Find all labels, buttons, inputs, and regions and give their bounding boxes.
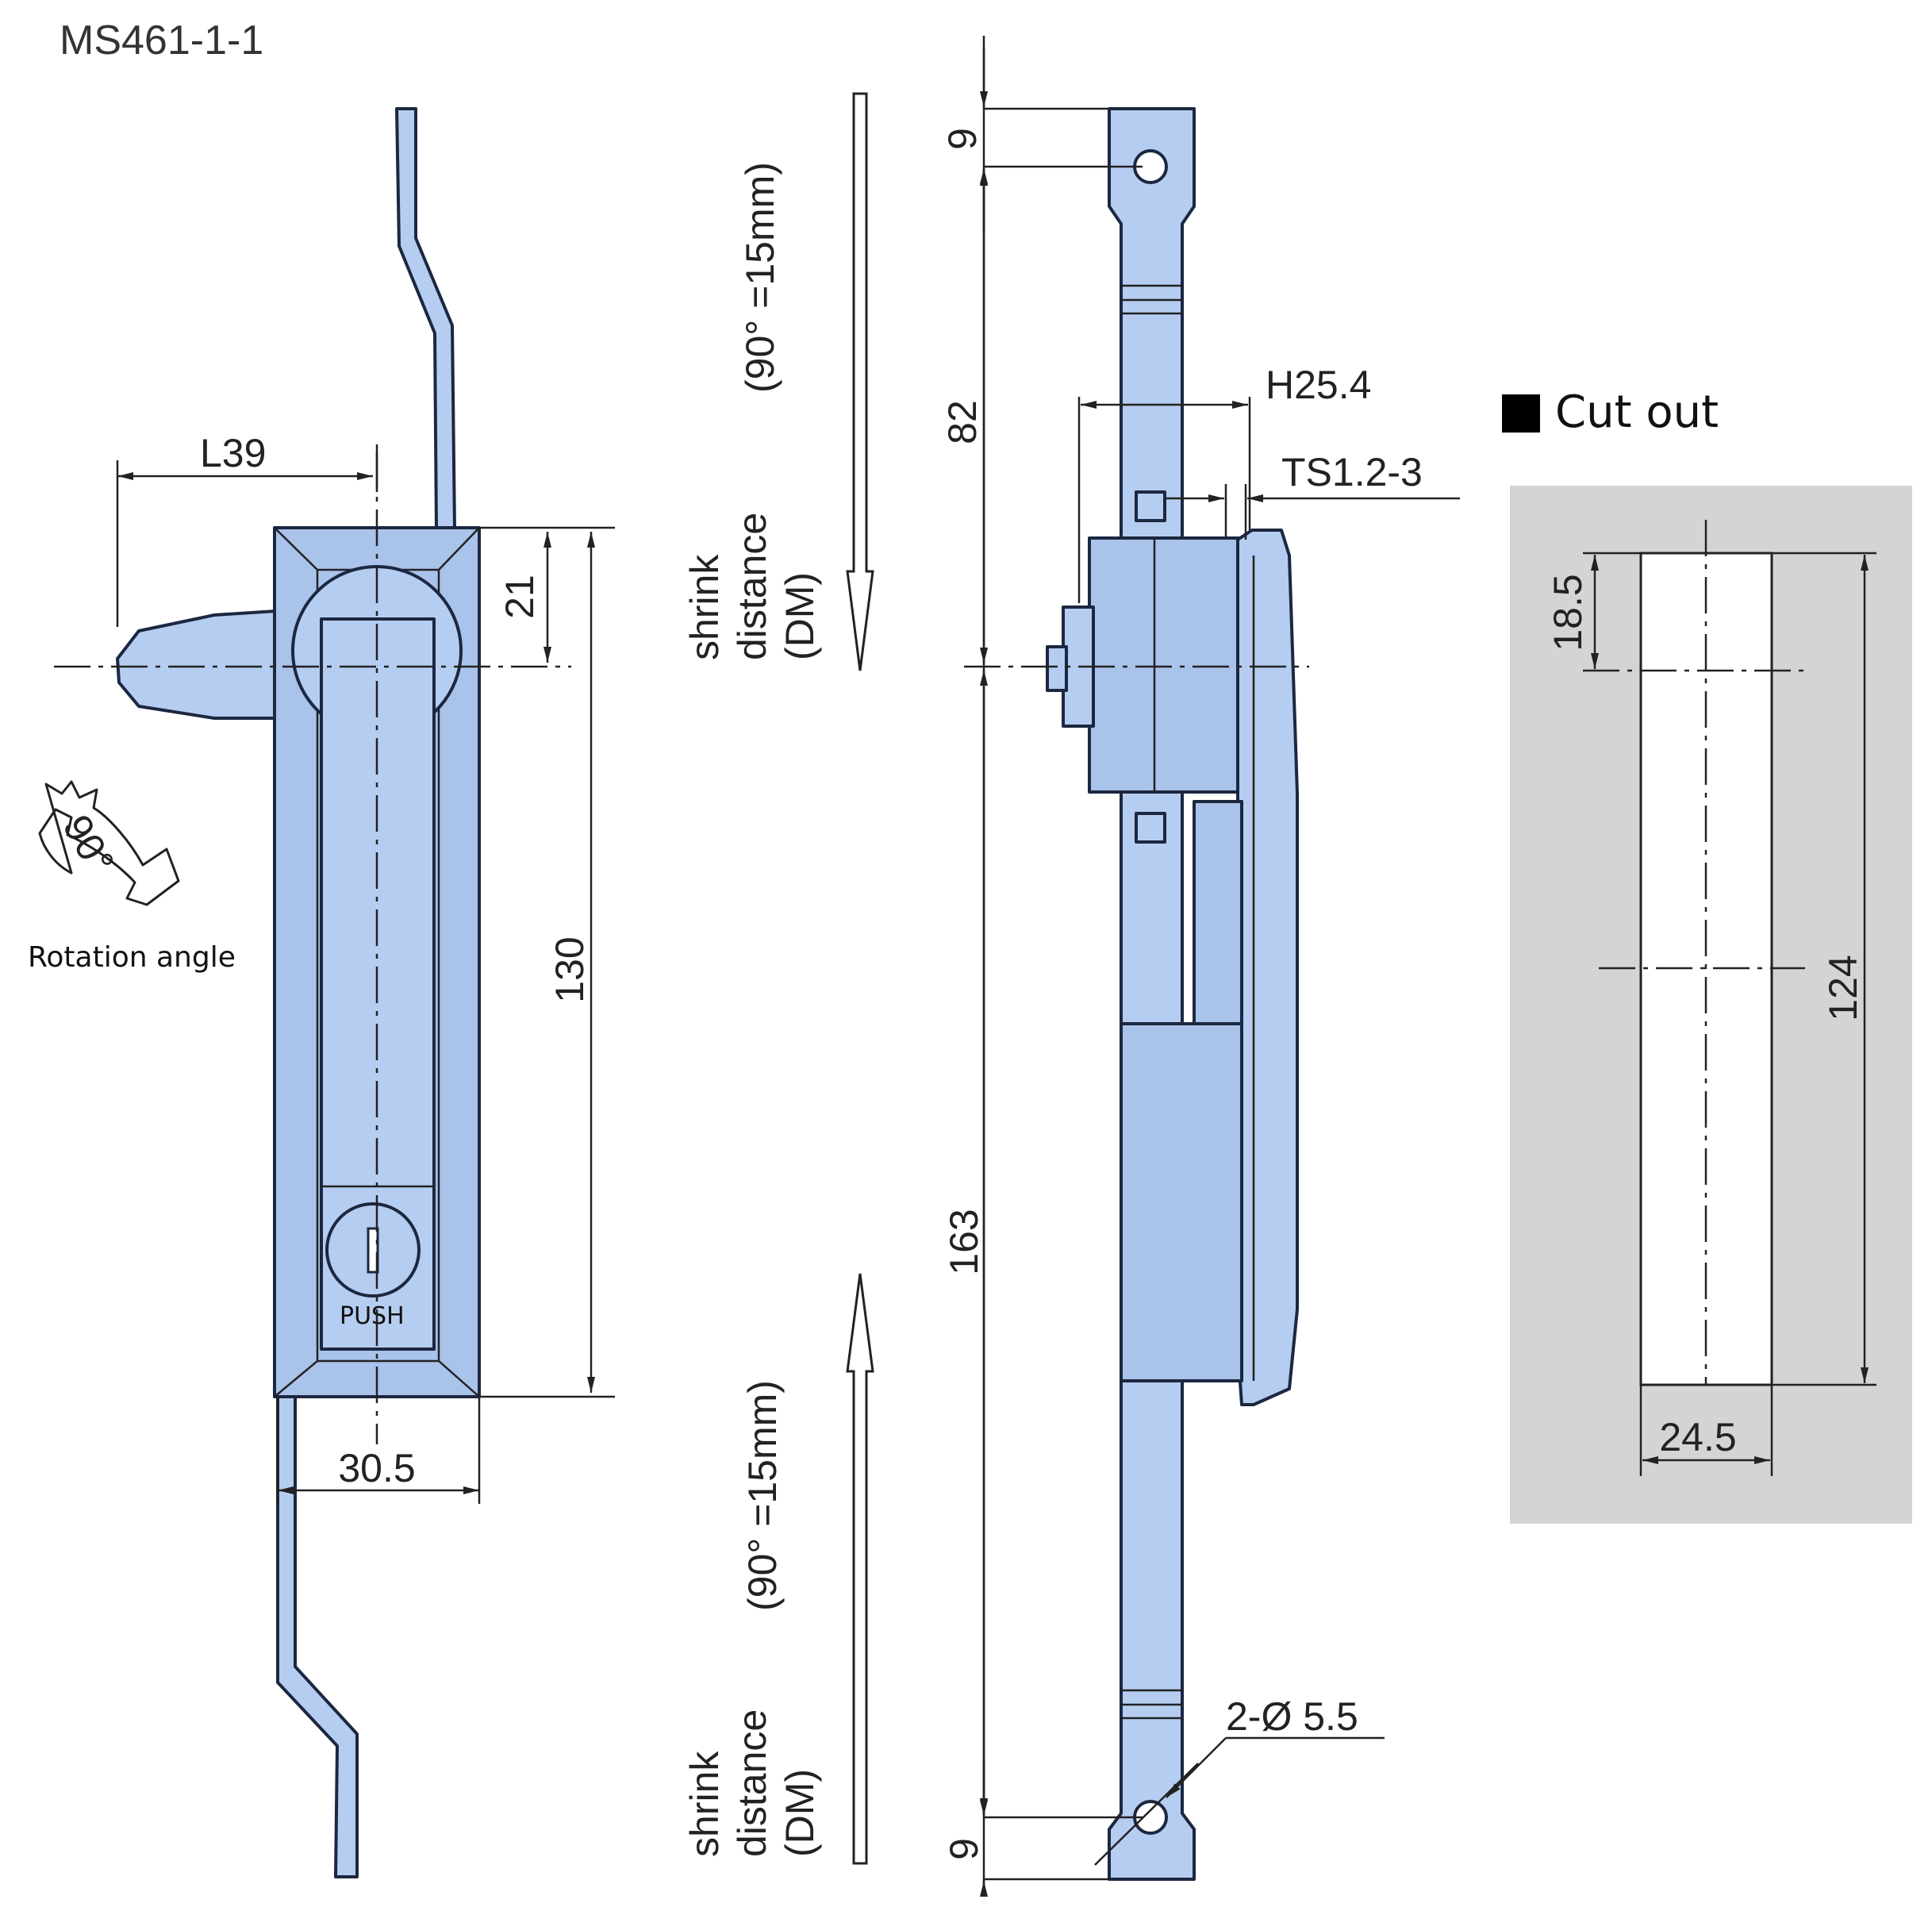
- model-title: MS461-1-1: [60, 17, 263, 63]
- dim-h25-4: H25.4: [1266, 363, 1371, 407]
- dim-163: 163: [942, 1209, 986, 1275]
- side-small-square-bottom: [1135, 812, 1166, 844]
- front-view: PUSH L39 21 130 30.5 90° Rotation angle: [28, 107, 615, 1878]
- dim-130: 130: [547, 936, 592, 1002]
- shrink-bottom-line4: (DM): [778, 1769, 822, 1857]
- shrink-note-bottom: (90° =15mm) shrink distance (DM): [682, 1273, 874, 1865]
- shrink-top-line2: shrink: [682, 554, 727, 660]
- rotation-caption: Rotation angle: [28, 941, 236, 974]
- side-view: 9 82 163 9 H25.4 TS1.2-3 2-Ø 5.5: [940, 36, 1460, 1897]
- dim-21: 21: [497, 575, 542, 619]
- shrink-top-line3: distance: [730, 513, 774, 660]
- cutout-title: Cut out: [1555, 386, 1719, 438]
- rotation-arrow-icon: 90°: [38, 780, 180, 906]
- key-slot: [367, 1227, 379, 1274]
- cutout-legend-square: [1502, 394, 1540, 433]
- dim-82: 82: [940, 400, 985, 444]
- side-inner-block: [1193, 800, 1243, 1041]
- dim-30-5: 30.5: [338, 1446, 415, 1490]
- dim-9-bottom: 9: [942, 1838, 986, 1860]
- shrink-top-line4: (DM): [778, 572, 822, 660]
- dim-124: 124: [1821, 955, 1865, 1021]
- dim-2-holes: 2-Ø 5.5: [1226, 1694, 1358, 1739]
- dim-l39: L39: [200, 431, 266, 475]
- dim-ts1-2-3: TS1.2-3: [1281, 450, 1423, 494]
- top-latch-rod: [395, 107, 456, 532]
- side-flange: [1236, 529, 1299, 1406]
- side-lower-panel: [1120, 1022, 1243, 1382]
- side-rod: [1108, 107, 1196, 1881]
- dim-24-5: 24.5: [1659, 1415, 1736, 1459]
- shrink-note-top: (90° =15mm) shrink distance (DM): [682, 92, 874, 671]
- cutout-section: Cut out 18.5 124 24.5: [1502, 386, 1912, 1524]
- dim-18-5: 18.5: [1546, 574, 1590, 651]
- bottom-latch-rod: [276, 1391, 359, 1878]
- dim-9-top: 9: [940, 128, 985, 150]
- side-small-square-top: [1135, 490, 1166, 522]
- shrink-arrow-up: [846, 1273, 874, 1865]
- shrink-bottom-line2: shrink: [682, 1751, 727, 1857]
- handle-lever: [116, 609, 278, 720]
- shrink-bottom-line3: distance: [730, 1709, 774, 1857]
- side-housing: [1088, 536, 1242, 794]
- shrink-top-line1: (90° =15mm): [738, 162, 782, 393]
- shrink-arrow-down: [846, 92, 874, 671]
- push-label: PUSH: [340, 1302, 405, 1330]
- rotation-degree-label: 90°: [54, 808, 122, 882]
- shrink-bottom-line1: (90° =15mm): [740, 1380, 785, 1611]
